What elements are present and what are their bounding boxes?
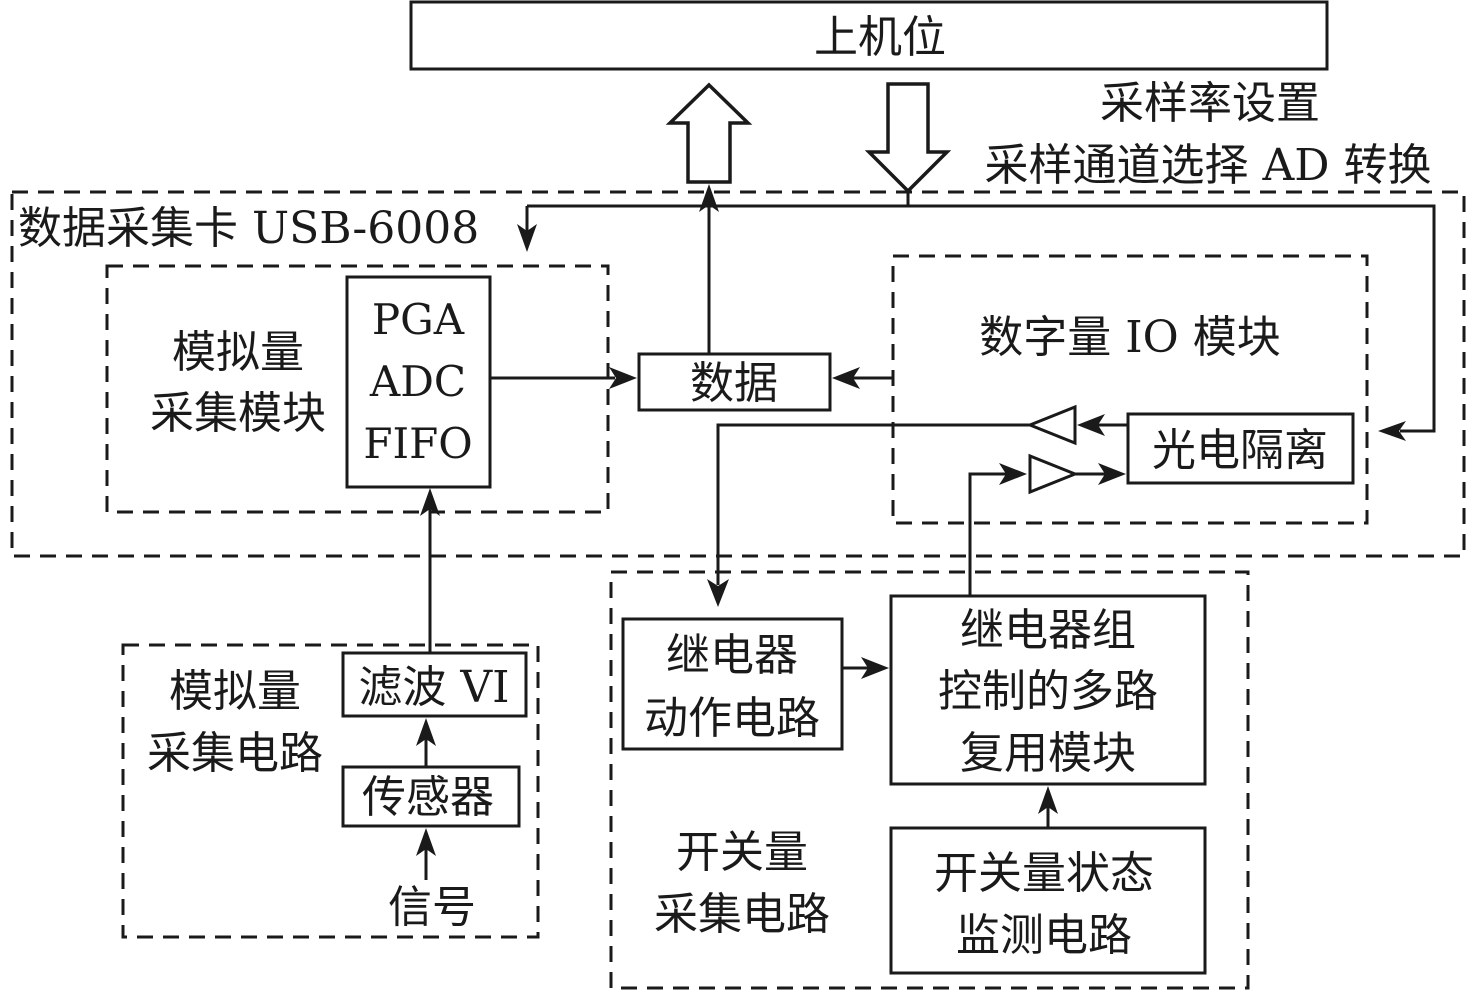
daq-card-title: 数据采集卡 USB-6008 — [18, 203, 479, 254]
state-monitor-block — [889, 826, 1207, 975]
arrow-head-icon — [517, 224, 537, 252]
filter-vi-block — [341, 651, 528, 718]
mux-module-label-3: 复用模块 — [960, 728, 1136, 779]
switch-circuit-boundary — [609, 570, 1250, 990]
arrow-head-icon — [1378, 421, 1406, 441]
analog-circuit-label-2: 采集电路 — [147, 728, 323, 779]
arrow-head-icon — [1038, 786, 1058, 814]
arrow-head-icon — [1077, 414, 1105, 436]
digital-io-module-label: 数字量 IO 模块 — [979, 312, 1280, 363]
command-label-sample-rate: 采样率设置 — [1100, 78, 1320, 129]
output-to-relay-line — [716, 423, 1030, 585]
filter-vi-label: 滤波 VI — [358, 662, 509, 713]
data-block-label: 数据 — [690, 358, 778, 409]
chip-label-fifo: FIFO — [363, 419, 472, 468]
mux-module-label-2: 控制的多路 — [938, 666, 1158, 717]
switch-circuit-label-2: 采集电路 — [654, 889, 830, 940]
command-label-channel-ad: 采样通道选择 AD 转换 — [984, 140, 1431, 191]
arrow-head-icon — [699, 184, 719, 212]
relay-action-label-1: 继电器 — [666, 630, 798, 681]
upload-arrow-icon — [665, 82, 753, 184]
arrow-head-icon — [832, 367, 860, 389]
pga-adc-fifo-chip — [345, 275, 492, 489]
arrow-head-icon — [861, 657, 889, 679]
data-block — [637, 352, 832, 412]
command-arrow-icon — [864, 82, 952, 194]
chip-label-adc: ADC — [369, 357, 466, 406]
command-bus-line — [527, 204, 1436, 433]
sensor-label: 传感器 — [362, 772, 494, 823]
arrow-head-icon — [609, 367, 637, 389]
relay-action-label-2: 动作电路 — [644, 693, 820, 744]
analog-module-label-2: 采集模块 — [150, 388, 326, 439]
analog-circuit-label-1: 模拟量 — [169, 666, 301, 717]
arrow-head-icon — [707, 579, 729, 607]
optical-isolation-label: 光电隔离 — [1152, 425, 1328, 476]
switch-circuit-label-1: 开关量 — [676, 827, 808, 878]
input-buffer-icon — [1028, 453, 1080, 495]
arrow-head-icon — [416, 718, 436, 746]
optical-isolation-block — [1126, 412, 1355, 485]
mux-module-block — [889, 594, 1207, 786]
arrow-head-icon — [416, 828, 436, 856]
chip-label-pga: PGA — [372, 295, 465, 344]
host-computer-block: 上机位 — [409, 0, 1329, 71]
analog-module-label-1: 模拟量 — [172, 327, 304, 378]
output-buffer-icon — [1025, 404, 1077, 446]
state-monitor-label-1: 开关量状态 — [934, 848, 1154, 899]
sensor-block — [341, 765, 521, 828]
arrow-head-icon — [999, 463, 1027, 485]
arrow-head-icon — [420, 488, 440, 516]
mux-module-label-1: 继电器组 — [960, 605, 1136, 656]
relay-action-block — [621, 617, 844, 751]
host-box — [409, 0, 1329, 71]
signal-label: 信号 — [388, 882, 476, 933]
host-label: 上机位 — [814, 12, 946, 63]
digital-io-module-boundary — [891, 254, 1369, 525]
arrow-head-icon — [1098, 463, 1126, 485]
state-monitor-label-2: 监测电路 — [956, 910, 1132, 961]
analog-module-boundary — [105, 264, 610, 514]
analog-circuit-boundary — [121, 643, 540, 939]
mux-to-io-line — [968, 472, 1006, 596]
